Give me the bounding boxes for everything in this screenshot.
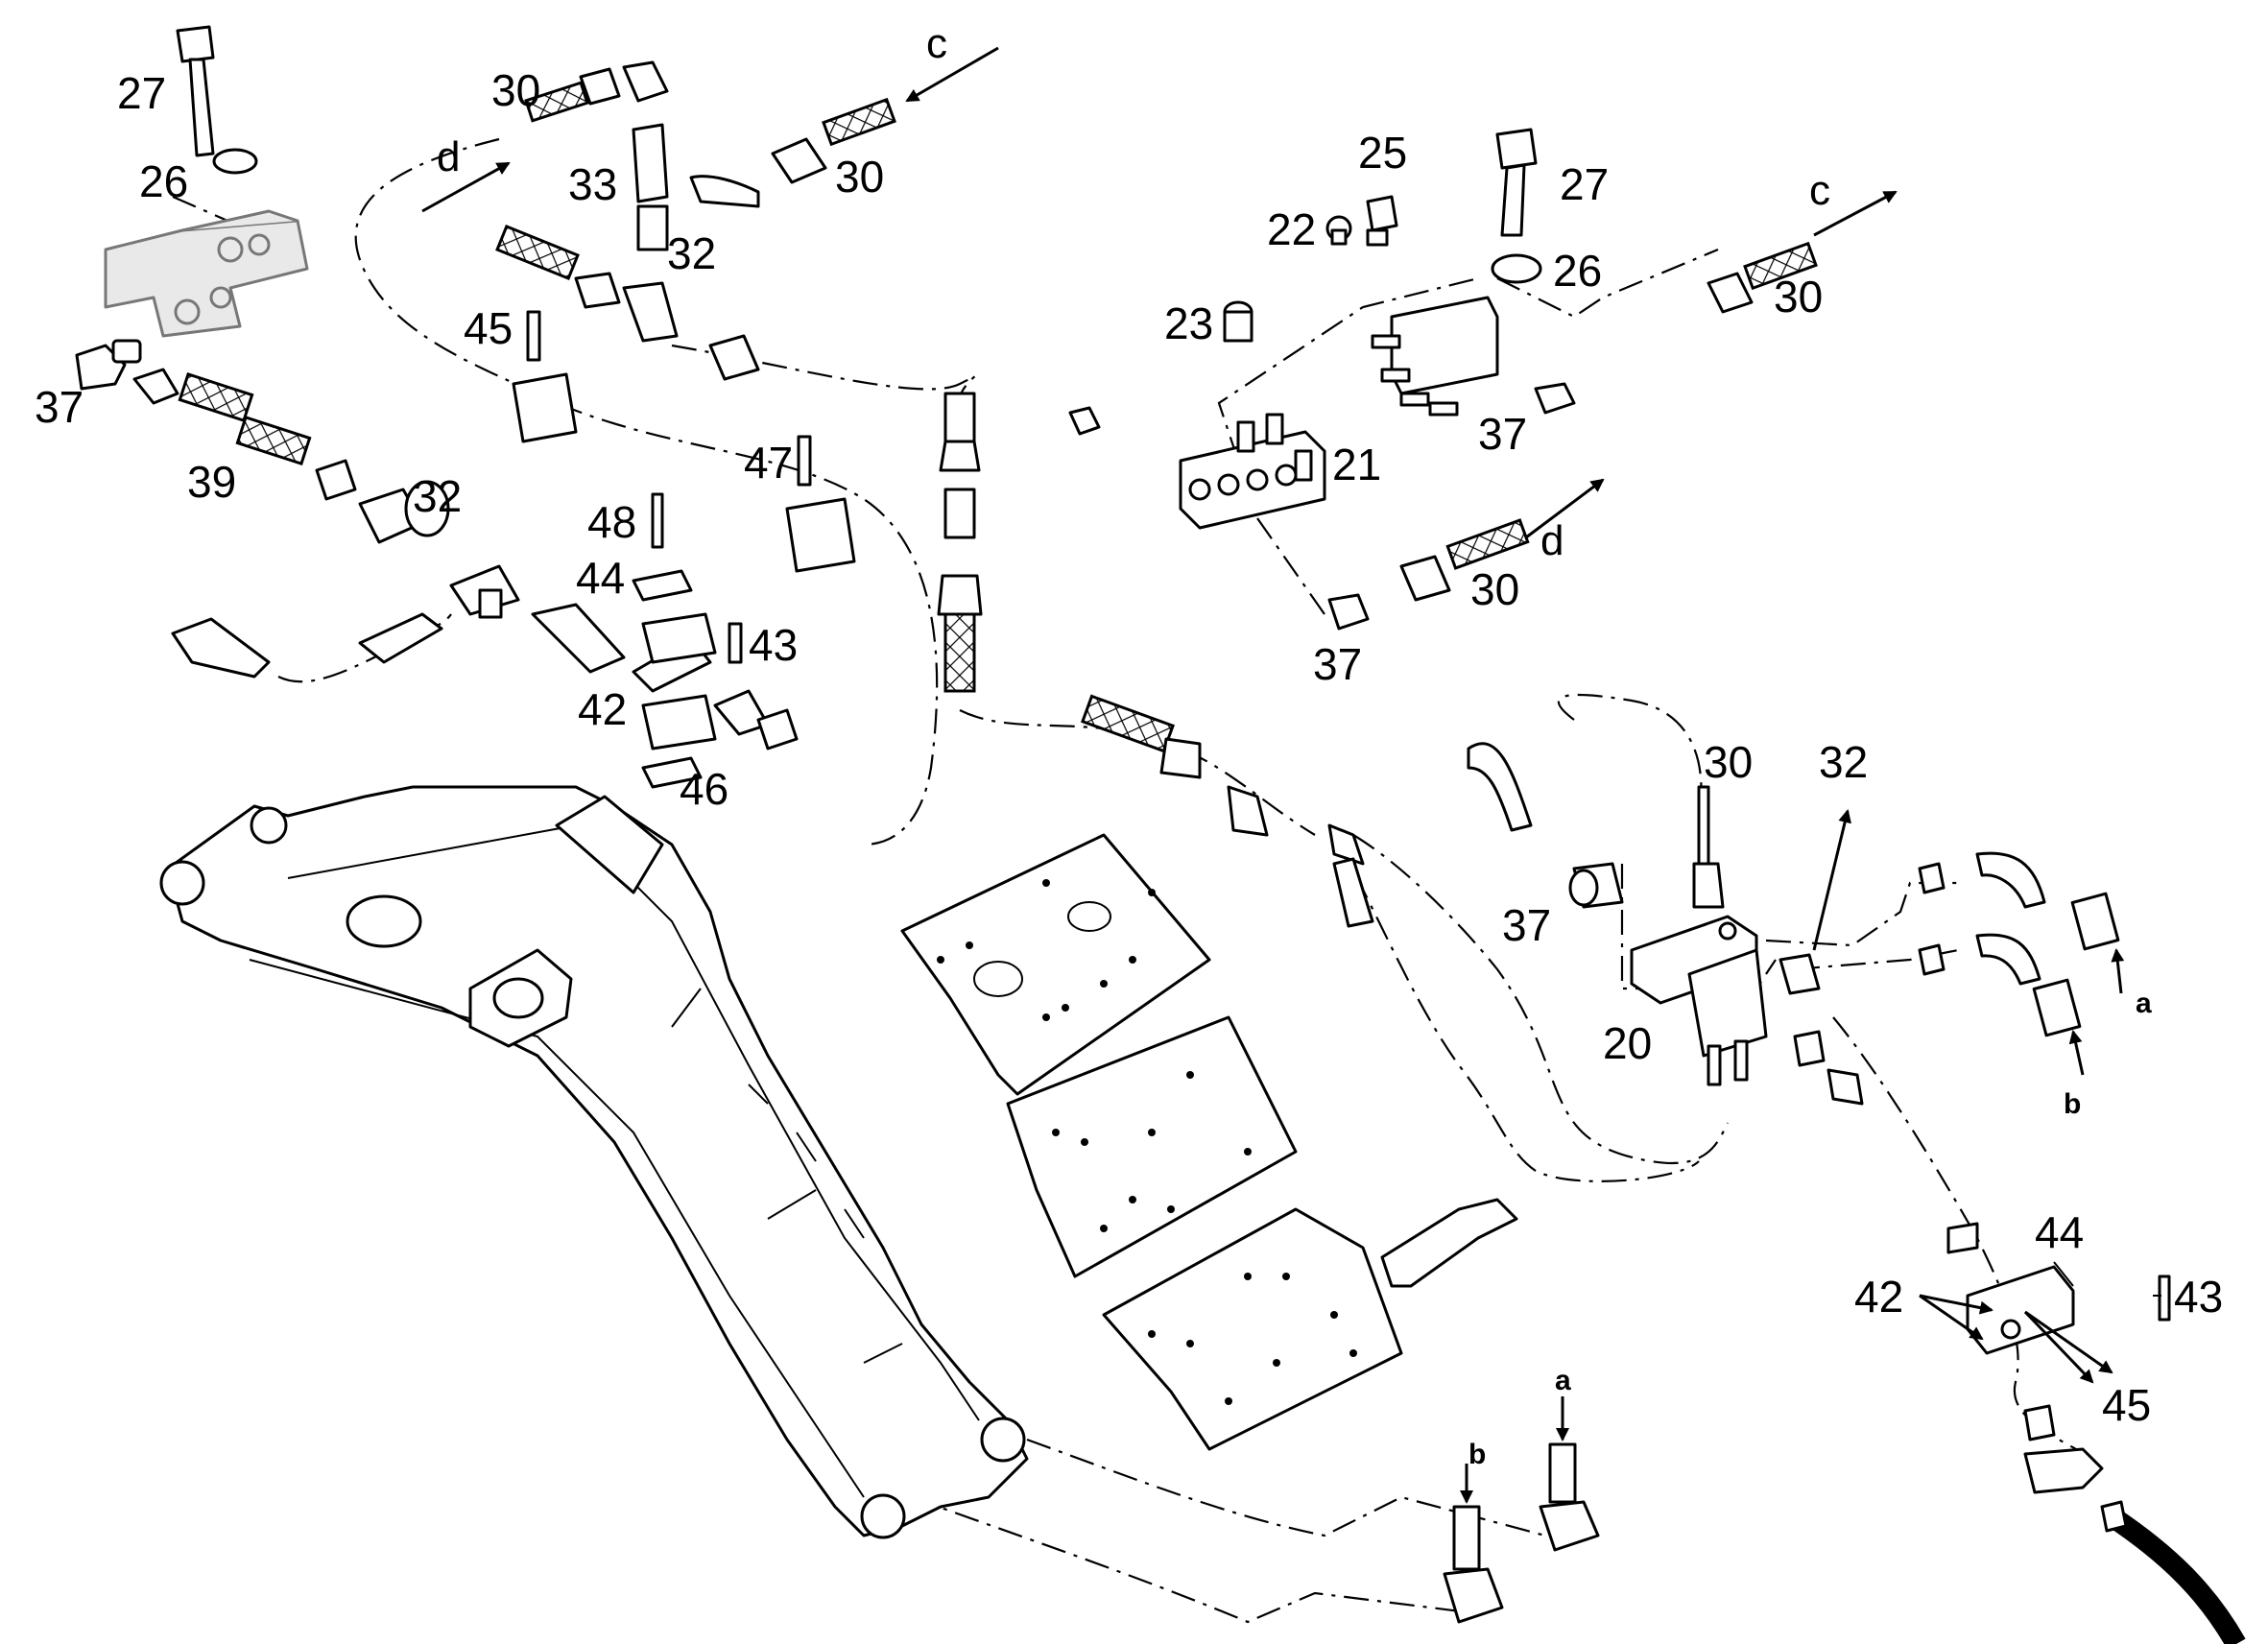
hose-middle-top xyxy=(495,225,760,381)
callout-30: 30 xyxy=(1774,272,1823,322)
elbow-37-left xyxy=(75,339,142,391)
clamp-42-46 xyxy=(632,492,743,789)
mounting-plate-3 xyxy=(1102,1207,1403,1451)
connection-label-d: d xyxy=(1540,517,1564,564)
callout-22: 22 xyxy=(1267,204,1316,254)
hose-bottom-right xyxy=(2100,1500,2246,1644)
callout-27: 27 xyxy=(117,68,166,118)
mounting-plate-1 xyxy=(900,833,1211,1096)
fittings-32-right xyxy=(1779,953,1864,1106)
distributor-21 xyxy=(1179,413,1326,530)
washer-26-left xyxy=(212,148,258,175)
callout-33: 33 xyxy=(568,159,617,209)
bolt-27-left xyxy=(176,25,215,157)
callout-44: 44 xyxy=(2035,1207,2084,1257)
callout-30: 30 xyxy=(1470,564,1519,614)
callout-37: 37 xyxy=(1313,639,1362,689)
callout-27: 27 xyxy=(1560,159,1609,209)
connection-label-b: b xyxy=(2064,1088,2081,1120)
callout-37: 37 xyxy=(35,382,84,432)
hose-30-vertical xyxy=(1692,785,1725,909)
connection-letters: c d c d a b a b xyxy=(437,20,2152,1470)
callout-26: 26 xyxy=(139,156,188,206)
valve-20 xyxy=(1630,915,1768,1086)
callout-30: 30 xyxy=(491,65,540,115)
vertical-hose-middle xyxy=(937,392,1374,928)
small-bracket xyxy=(1380,1198,1518,1288)
fitting-b-bottom xyxy=(1443,1505,1504,1624)
hose-30-right xyxy=(1707,241,1818,314)
fittings-row-left xyxy=(171,603,799,751)
callout-30: 30 xyxy=(835,152,884,202)
callout-37: 37 xyxy=(1478,409,1527,459)
clamp-45-top xyxy=(512,310,578,443)
clamp-bottom-right xyxy=(1946,1222,2171,1355)
tee-fitting-left xyxy=(449,564,520,619)
elbow-37-right-top xyxy=(1534,382,1576,415)
callout-25: 25 xyxy=(1358,128,1407,178)
callout-45: 45 xyxy=(2102,1380,2151,1430)
callout-32: 32 xyxy=(667,228,716,278)
hose-30-top-left xyxy=(524,67,621,123)
connection-label-d: d xyxy=(437,133,460,180)
callout-42: 42 xyxy=(1854,1272,1903,1322)
bolt-27-right xyxy=(1495,128,1538,237)
connection-label-c: c xyxy=(926,20,947,67)
callout-leader-lines xyxy=(2053,1261,2161,1297)
callout-48: 48 xyxy=(587,497,636,547)
callout-numbers: 27 26 37 39 32 30 33 32 30 45 47 48 44 4… xyxy=(35,65,2223,1430)
adapter-32-left xyxy=(358,480,450,544)
distributor-upper xyxy=(1371,296,1499,417)
callout-44: 44 xyxy=(576,553,625,603)
connection-label-a: a xyxy=(1555,1365,1571,1396)
callout-42: 42 xyxy=(578,684,627,734)
callout-47: 47 xyxy=(744,438,793,488)
connection-label-c: c xyxy=(1809,167,1830,214)
elbow-37-mid xyxy=(1327,593,1370,631)
connection-label-a: a xyxy=(2136,988,2152,1019)
callout-37: 37 xyxy=(1502,900,1551,950)
valve-block-left xyxy=(104,209,309,338)
callout-26: 26 xyxy=(1553,246,1602,296)
elbow-hose-top-right xyxy=(1467,742,1533,832)
callout-43: 43 xyxy=(749,620,798,670)
loose-nut xyxy=(1068,406,1101,436)
callout-30: 30 xyxy=(1704,737,1753,787)
fitting-25 xyxy=(1366,195,1398,247)
callout-46: 46 xyxy=(680,764,728,814)
callout-39: 39 xyxy=(187,457,236,507)
fitting-37-valve xyxy=(1568,862,1624,909)
hose-ends-a-b xyxy=(1918,851,2120,1037)
callout-45: 45 xyxy=(464,303,513,353)
bracket-fitting-bottom-right xyxy=(2023,1404,2104,1494)
boom-arm xyxy=(159,785,1029,1539)
fitting-23 xyxy=(1223,300,1253,343)
mounting-plate-2 xyxy=(1006,1015,1298,1278)
clamp-47 xyxy=(785,435,856,573)
fittings-33-32 xyxy=(622,60,760,251)
connection-label-b: b xyxy=(1468,1439,1486,1470)
fitting-a-bottom xyxy=(1539,1442,1600,1552)
callout-23: 23 xyxy=(1164,298,1213,348)
hose-30-top-right xyxy=(771,97,896,184)
plug-22 xyxy=(1325,215,1352,246)
callout-32: 32 xyxy=(413,471,462,521)
callout-32: 32 xyxy=(1819,737,1868,787)
hose-30-d xyxy=(1399,518,1530,602)
washer-26-right xyxy=(1491,253,1542,284)
hose-39 xyxy=(132,368,357,501)
callout-43: 43 xyxy=(2174,1272,2223,1322)
callout-21: 21 xyxy=(1332,440,1381,489)
callout-20: 20 xyxy=(1603,1018,1652,1068)
arrows xyxy=(421,46,2125,1504)
